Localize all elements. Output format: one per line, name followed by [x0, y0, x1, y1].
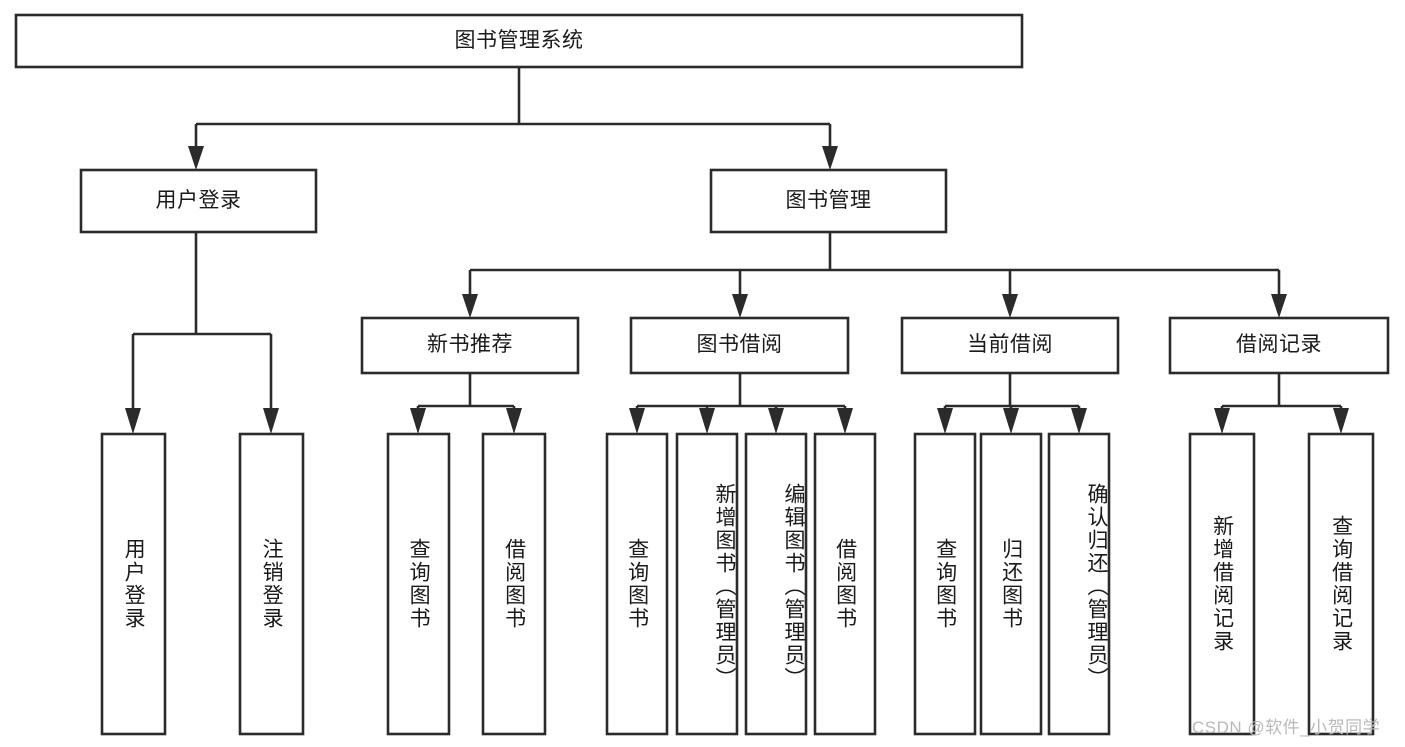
connector-group-user-login	[125, 232, 279, 434]
node-box-leaf-add-book[interactable]	[675, 432, 739, 736]
connector-group-current-borrow	[937, 373, 1087, 434]
arrow-head-leaf-borrow-book-2	[837, 408, 853, 434]
node-box-current-borrow[interactable]	[900, 316, 1120, 375]
arrow-head-leaf-borrow-book-1	[506, 408, 522, 434]
arrow-head-leaf-query-book-2	[629, 408, 645, 434]
arrow-head-leaf-add-record	[1214, 408, 1230, 434]
arrow-head-book-borrow	[732, 294, 748, 318]
connector-group-new-book-recommend	[410, 373, 522, 434]
arrow-head-borrow-record	[1271, 294, 1287, 318]
arrow-head-book-manage	[822, 146, 838, 170]
node-box-book-manage[interactable]	[709, 168, 948, 234]
connector-group-borrow-record	[1214, 373, 1349, 434]
node-box-root[interactable]	[14, 13, 1024, 69]
arrow-head-leaf-add-book	[699, 408, 715, 434]
node-box-borrow-record[interactable]	[1168, 316, 1390, 375]
arrow-head-leaf-return-book	[1003, 408, 1019, 434]
node-box-leaf-logout-login[interactable]	[238, 432, 305, 736]
node-box-leaf-edit-book[interactable]	[744, 432, 808, 736]
arrow-head-current-borrow	[1002, 294, 1018, 318]
node-box-user-login[interactable]	[79, 168, 318, 234]
node-box-new-book-recommend[interactable]	[360, 316, 580, 375]
node-box-book-borrow[interactable]	[629, 316, 850, 375]
arrow-head-user-login	[188, 146, 204, 170]
node-box-leaf-user-login[interactable]	[100, 432, 167, 736]
node-box-leaf-confirm-return[interactable]	[1047, 432, 1111, 736]
arrow-head-leaf-logout-login	[263, 408, 279, 434]
node-box-leaf-borrow-book-1[interactable]	[481, 432, 547, 736]
arrow-head-leaf-query-record	[1333, 408, 1349, 434]
node-box-leaf-query-record[interactable]	[1307, 432, 1375, 736]
arrow-head-leaf-user-login	[125, 408, 141, 434]
node-box-leaf-borrow-book-2[interactable]	[813, 432, 877, 736]
arrow-head-new-book-recommend	[462, 294, 478, 318]
node-box-leaf-query-book-1[interactable]	[386, 432, 451, 736]
arrow-head-leaf-confirm-return	[1071, 408, 1087, 434]
node-box-leaf-add-record[interactable]	[1188, 432, 1256, 736]
connector-group-book-manage	[462, 232, 1287, 318]
arrow-head-leaf-query-book-1	[410, 408, 426, 434]
arrow-head-leaf-edit-book	[768, 408, 784, 434]
node-box-leaf-query-book-2[interactable]	[605, 432, 669, 736]
connector-group-root	[188, 67, 838, 170]
arrow-head-leaf-query-book-3	[937, 408, 953, 434]
node-box-leaf-query-book-3[interactable]	[913, 432, 977, 736]
connector-group-book-borrow	[629, 373, 853, 434]
node-box-leaf-return-book[interactable]	[979, 432, 1043, 736]
